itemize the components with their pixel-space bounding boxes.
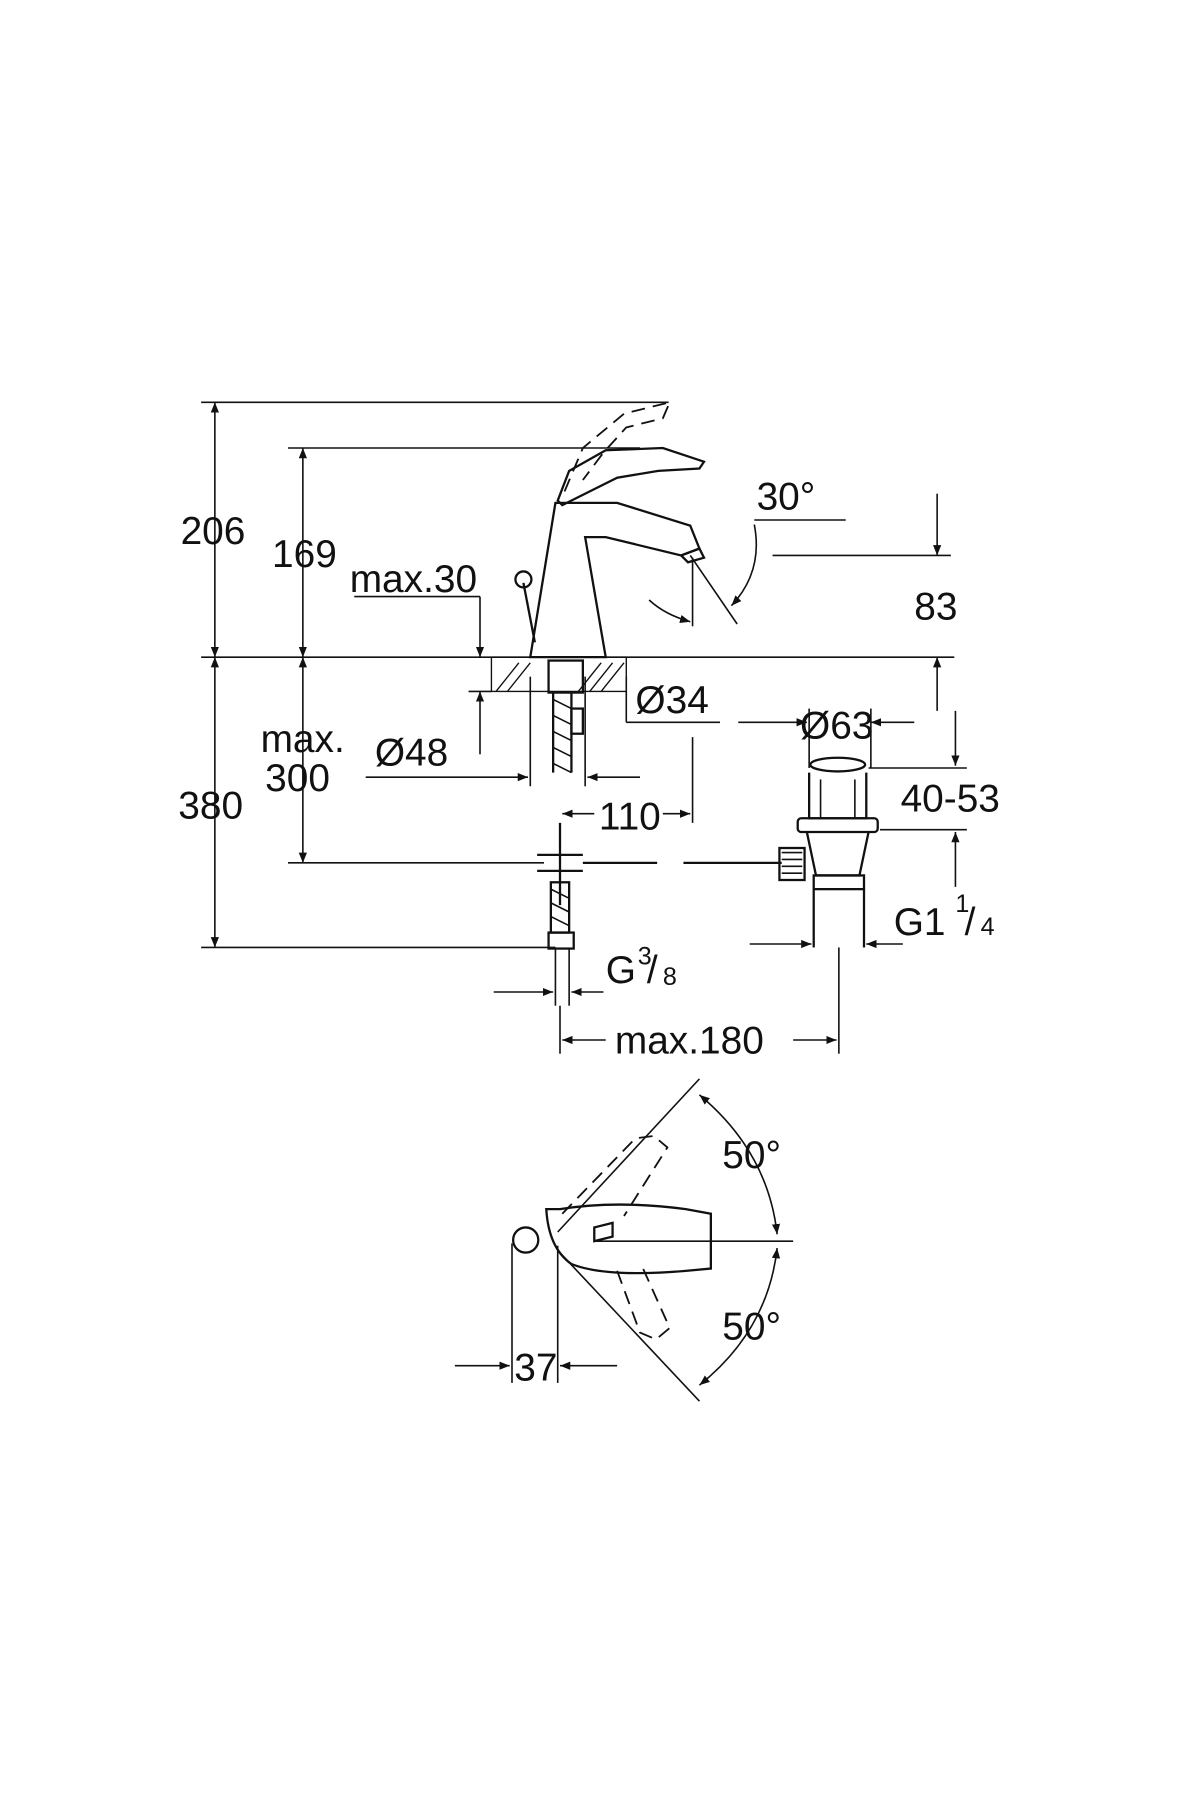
label-swivel-upper: 50° [722, 1134, 781, 1177]
label-waste-range: 40-53 [901, 777, 1000, 820]
label-projection: 110 [599, 796, 661, 839]
label-waste-thread-den: 4 [981, 913, 995, 941]
swivel-line-upper [557, 1078, 701, 1233]
waste-assembly [778, 756, 879, 948]
label-below-deck: 380 [178, 784, 243, 827]
label-supply-thread-den: 8 [663, 963, 677, 991]
label-swivel-lower: 50° [722, 1305, 781, 1348]
top-view-popup-knob [511, 1226, 540, 1254]
label-max-hose-1: max. [261, 718, 345, 761]
spout-flow-line [689, 554, 738, 625]
label-max-waste-distance: max.180 [615, 1020, 764, 1063]
top-view-indicator [593, 1221, 614, 1243]
top-view-lever [545, 1203, 712, 1275]
label-supply-thread-num: 3 [638, 943, 652, 971]
label-spout-angle: 30° [757, 476, 816, 519]
label-waste-thread-num: 1 [955, 890, 969, 918]
label-supply-thread-slash: / [647, 949, 658, 992]
swivel-arc-upper [698, 1094, 781, 1235]
popup-rod-knob [514, 570, 533, 589]
label-max-hose-2: 300 [265, 757, 330, 800]
label-outlet-height: 83 [914, 585, 957, 628]
label-waste-thread: G1 [894, 901, 946, 944]
label-waste-thread-slash: / [965, 901, 976, 944]
swivel-arc-lower [698, 1247, 781, 1386]
label-supply-thread: G [606, 949, 636, 992]
label-waste-diameter: Ø63 [800, 704, 873, 747]
label-spout-height: 169 [272, 533, 337, 576]
hose-braid [552, 698, 572, 774]
mounting-nut [547, 659, 584, 694]
shank-rod [570, 707, 584, 735]
top-view-lever-rotated-down [616, 1261, 671, 1341]
label-base-diameter: Ø48 [375, 732, 448, 775]
faucet-body [528, 501, 701, 659]
top-view-lever-rotated-up [561, 1135, 669, 1217]
spout-tip [679, 547, 706, 564]
supply-connector [547, 931, 575, 950]
faucet-lever [556, 446, 706, 507]
supply-hose-braid [550, 888, 570, 927]
angle-arc [730, 524, 758, 607]
label-hole-diameter: Ø34 [635, 679, 708, 722]
label-lever-offset: 37 [514, 1347, 557, 1390]
angle-arc-left [648, 599, 691, 623]
swivel-line-lower [557, 1249, 701, 1402]
label-total-height: 206 [181, 510, 246, 553]
faucet-lever-raised [563, 400, 672, 492]
label-max-deck: max.30 [350, 558, 477, 601]
popup-rod [522, 582, 536, 643]
deck-section [490, 656, 627, 693]
